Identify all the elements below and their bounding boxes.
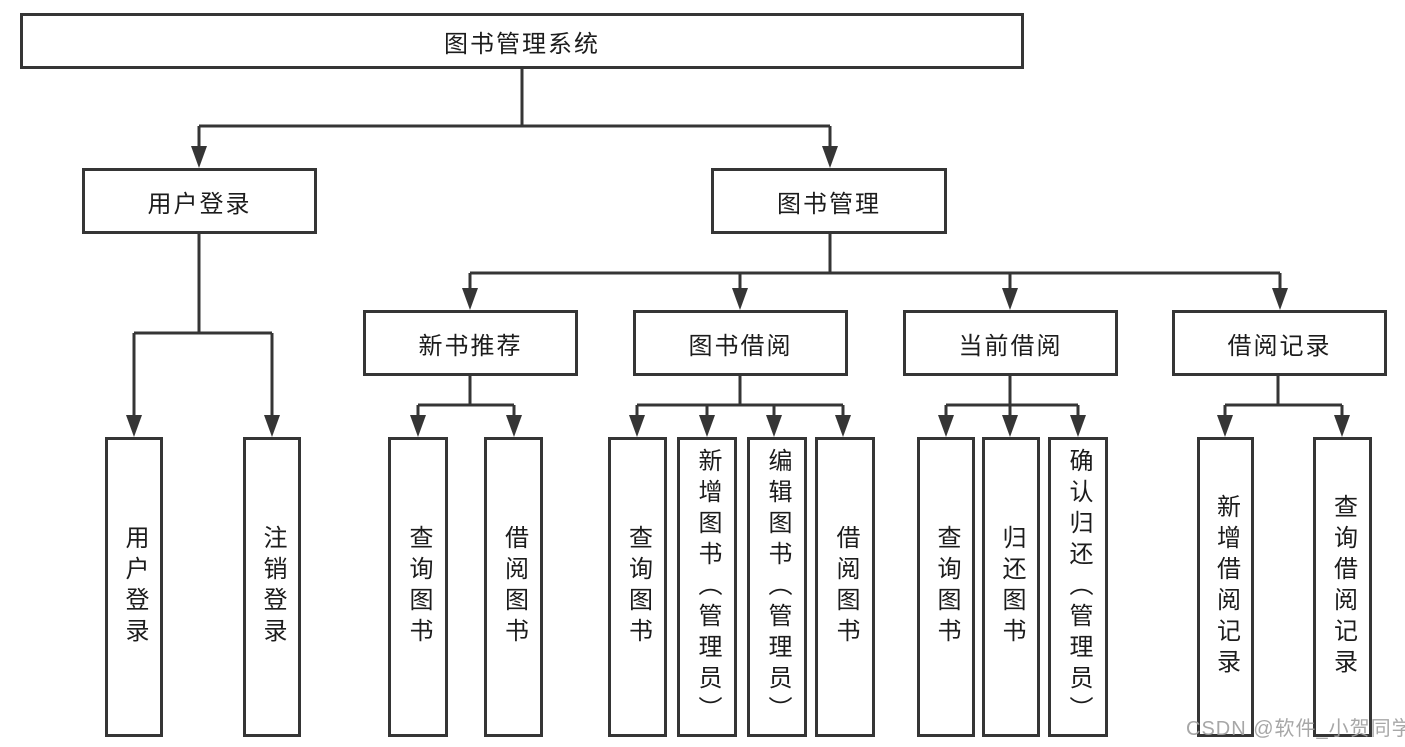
- node-current-borrow-label: 当前借阅: [958, 332, 1063, 360]
- arrowhead: [126, 415, 142, 437]
- arrowhead: [1070, 415, 1086, 437]
- arrowhead: [732, 288, 748, 310]
- node-book-borrow-label: 图书借阅: [688, 332, 793, 360]
- node-book-management: 图书管理: [711, 168, 947, 234]
- leaf-logout-label: 注销登录: [259, 525, 286, 649]
- arrowhead: [1272, 288, 1288, 310]
- leaf-confirm-return-admin: 确认归还（管理员）: [1048, 437, 1108, 737]
- leaf-edit-books-admin-label: 编辑图书（管理员）: [764, 447, 791, 727]
- leaf-add-books-admin-label: 新增图书（管理员）: [694, 447, 721, 727]
- node-root-label: 图书管理系统: [444, 30, 600, 58]
- leaf-borrow-books-1: 借阅图书: [484, 437, 543, 737]
- node-current-borrow: 当前借阅: [903, 310, 1118, 376]
- arrowhead: [938, 415, 954, 437]
- leaf-user-login-label: 用户登录: [121, 525, 148, 649]
- arrowhead: [1334, 415, 1350, 437]
- leaf-borrow-books-1-label: 借阅图书: [500, 525, 528, 649]
- node-book-borrow: 图书借阅: [633, 310, 848, 376]
- leaf-return-books: 归还图书: [982, 437, 1040, 737]
- leaf-query-borrow-record-label: 查询借阅记录: [1329, 494, 1357, 680]
- leaf-return-books-label: 归还图书: [998, 525, 1025, 649]
- arrowhead: [506, 415, 522, 437]
- leaf-query-books-3-label: 查询图书: [933, 525, 960, 649]
- arrowhead: [1002, 415, 1018, 437]
- leaf-add-borrow-record-label: 新增借阅记录: [1212, 494, 1240, 680]
- leaf-add-books-admin: 新增图书（管理员）: [677, 437, 737, 737]
- node-new-book-recommend: 新书推荐: [363, 310, 578, 376]
- node-borrow-records-label: 借阅记录: [1227, 332, 1332, 360]
- leaf-confirm-return-admin-label: 确认归还（管理员）: [1065, 447, 1092, 727]
- leaf-edit-books-admin: 编辑图书（管理员）: [747, 437, 807, 737]
- node-user-login-label: 用户登录: [147, 190, 252, 218]
- leaf-user-login: 用户登录: [105, 437, 163, 737]
- watermark: CSDN @软件_小贺同学: [1186, 718, 1405, 740]
- node-borrow-records: 借阅记录: [1172, 310, 1387, 376]
- leaf-query-books-2: 查询图书: [608, 437, 667, 737]
- leaf-query-books-3: 查询图书: [917, 437, 975, 737]
- leaf-add-borrow-record: 新增借阅记录: [1197, 437, 1254, 737]
- leaf-query-books-1-label: 查询图书: [405, 525, 432, 649]
- node-user-login: 用户登录: [82, 168, 317, 234]
- leaf-logout: 注销登录: [243, 437, 301, 737]
- node-new-book-recommend-label: 新书推荐: [418, 332, 523, 360]
- arrowhead: [766, 415, 782, 437]
- arrowhead: [462, 288, 478, 310]
- arrowhead: [264, 415, 280, 437]
- leaf-borrow-books-2: 借阅图书: [815, 437, 875, 737]
- arrowhead: [1002, 288, 1018, 310]
- leaf-borrow-books-2-label: 借阅图书: [832, 525, 859, 649]
- leaf-query-books-2-label: 查询图书: [624, 525, 652, 649]
- arrowhead: [835, 415, 851, 437]
- leaf-query-books-1: 查询图书: [388, 437, 448, 737]
- arrowhead: [191, 146, 207, 168]
- node-root: 图书管理系统: [20, 13, 1024, 69]
- arrowhead: [699, 415, 715, 437]
- arrowhead: [1217, 415, 1233, 437]
- arrowhead: [410, 415, 426, 437]
- node-book-management-label: 图书管理: [777, 190, 881, 218]
- arrowhead: [629, 415, 645, 437]
- arrowhead: [822, 146, 838, 168]
- leaf-query-borrow-record: 查询借阅记录: [1313, 437, 1372, 737]
